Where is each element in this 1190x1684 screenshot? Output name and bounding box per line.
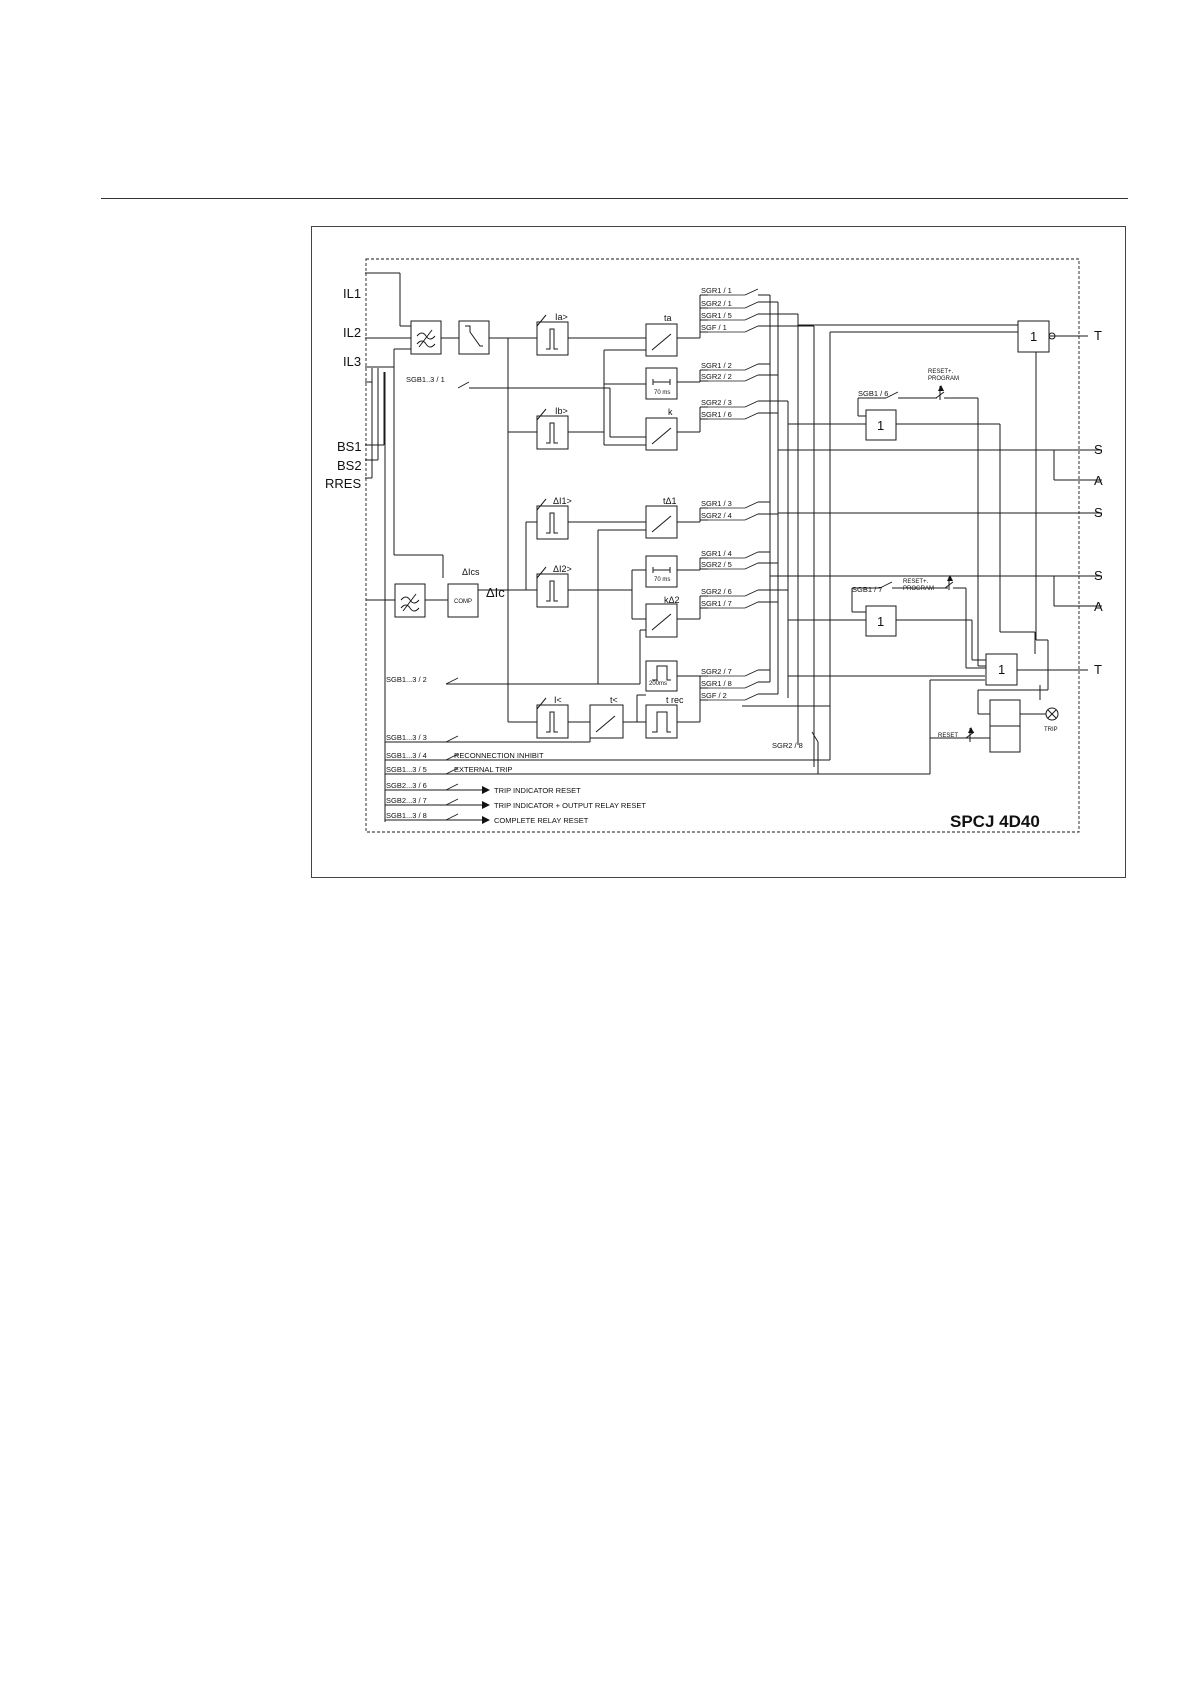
stage-ia: Ia> <box>555 312 568 322</box>
stage-kdelta2: kΔ2 <box>664 595 680 605</box>
switch-sgf-2: SGF / 2 <box>701 691 727 700</box>
output-s3: S <box>1094 568 1103 583</box>
switch-sgf-1: SGF / 1 <box>701 323 727 332</box>
input-bs1: BS1 <box>337 439 362 454</box>
reset-plus-label-1: RESET+. <box>928 369 954 375</box>
or-gate-label-3: 1 <box>877 614 884 629</box>
output-t2: T <box>1094 662 1102 677</box>
signal-trip-indicator-output-reset: TRIP INDICATOR + OUTPUT RELAY RESET <box>494 801 646 810</box>
switch-sgr1-5: SGR1 / 5 <box>701 311 732 320</box>
switch-sgr2-2: SGR2 / 2 <box>701 372 732 381</box>
reset-program-contacts <box>892 386 986 669</box>
output-t1: T <box>1094 328 1102 343</box>
reset-label: RESET <box>938 733 958 739</box>
output-s2: S <box>1094 505 1103 520</box>
timer-70ms-1: 70 ms <box>654 390 670 396</box>
trip-lamp-icon <box>1045 707 1059 721</box>
pulse-200ms: 200ms <box>649 681 667 687</box>
switch-sgb13-3: SGB1...3 / 3 <box>386 733 427 742</box>
stage-trec: t rec <box>666 695 684 705</box>
filter-symbols <box>400 325 483 612</box>
switch-sgr1-2: SGR1 / 2 <box>701 361 732 370</box>
input-il3: IL3 <box>343 354 361 369</box>
switch-sgr2-7: SGR2 / 7 <box>701 667 732 676</box>
stage-iless: I< <box>554 695 562 705</box>
switch-sgb1-6: SGB1 / 6 <box>858 389 888 398</box>
switch-sgb13-8: SGB1...3 / 8 <box>386 811 427 820</box>
switch-sgb23-7: SGB2...3 / 7 <box>386 796 427 805</box>
signal-labels: RECONNECTION INHIBIT EXTERNAL TRIP TRIP … <box>454 369 1058 825</box>
input-bs2: BS2 <box>337 458 362 473</box>
switch-sgb13-2: SGB1...3 / 2 <box>386 675 427 684</box>
switch-sgr1-7: SGR1 / 7 <box>701 599 732 608</box>
switch-sgr1-6: SGR1 / 6 <box>701 410 732 419</box>
signal-external-trip: EXTERNAL TRIP <box>454 765 512 774</box>
trip-label: TRIP <box>1044 727 1058 733</box>
switch-sgr2-1: SGR2 / 1 <box>701 299 732 308</box>
signal-reconnection-inhibit: RECONNECTION INHIBIT <box>454 751 544 760</box>
trip-flipflop <box>930 689 1048 753</box>
stage-ta: ta <box>664 313 672 323</box>
switch-underlines <box>700 294 745 701</box>
comp-label: COMP <box>454 599 472 605</box>
switch-contacts <box>445 288 899 821</box>
diagram-frame <box>311 226 1126 878</box>
threshold-blocks <box>536 314 569 739</box>
stage-ib: Ib> <box>555 406 568 416</box>
input-il2: IL2 <box>343 325 361 340</box>
signal-complete-relay-reset: COMPLETE RELAY RESET <box>494 816 589 825</box>
signal-trip-indicator-reset: TRIP INDICATOR RESET <box>494 786 581 795</box>
header-rule <box>101 198 1128 199</box>
switch-sgb13-1: SGB1..3 / 1 <box>406 375 445 384</box>
stage-di1: ΔI1> <box>553 496 572 506</box>
switch-sgb13-5: SGB1...3 / 5 <box>386 765 427 774</box>
program-label-1: PROGRAM <box>928 376 959 382</box>
switch-sgb23-6: SGB2...3 / 6 <box>386 781 427 790</box>
stage-tless: t< <box>610 695 618 705</box>
input-labels: IL1 IL2 IL3 BS1 BS2 RRES <box>325 286 362 491</box>
output-s1: S <box>1094 442 1103 457</box>
switch-sgr2-6: SGR2 / 6 <box>701 587 732 596</box>
module-boundary <box>365 258 1080 833</box>
timer-70ms-2: 70 ms <box>654 577 670 583</box>
arrowheads <box>482 385 974 824</box>
switch-sgr1-4: SGR1 / 4 <box>701 549 732 558</box>
timer-blocks <box>589 323 678 739</box>
stage-k: k <box>668 407 673 417</box>
or-gate-label-4: 1 <box>998 662 1005 677</box>
switch-sgr2-5: SGR2 / 5 <box>701 560 732 569</box>
or-gate-label-1: 1 <box>1030 329 1037 344</box>
or-gates <box>851 320 1088 700</box>
stage-di2: ΔI2> <box>553 564 572 574</box>
input-il1: IL1 <box>343 286 361 301</box>
switch-sgr2-3: SGR2 / 3 <box>701 398 732 407</box>
switch-sgb1-7: SGB1 / 7 <box>852 585 882 594</box>
input-wires <box>365 272 411 601</box>
stage-dic: ΔIc <box>486 585 505 600</box>
reset-arrows <box>446 789 482 821</box>
output-labels: T S A S S A T <box>1094 328 1103 677</box>
switch-labels: SGR1 / 1 SGR2 / 1 SGR1 / 5 SGF / 1 SGR1 … <box>386 286 888 820</box>
program-label-2: PROGRAM <box>903 586 934 592</box>
comp-block <box>447 583 479 618</box>
output-a2: A <box>1094 599 1103 614</box>
stage-labels: Ia> ta Ib> k ΔI1> tΔ1 ΔI2> kΔ2 ΔIcs COMP… <box>454 312 1037 705</box>
switch-sgr1-8: SGR1 / 8 <box>701 679 732 688</box>
stage-tdelta1: tΔ1 <box>663 496 677 506</box>
module-name: SPCJ 4D40 <box>950 812 1040 831</box>
output-a1: A <box>1094 473 1103 488</box>
reset-plus-label-2: RESET+. <box>903 579 929 585</box>
or-gate-label-2: 1 <box>877 418 884 433</box>
switch-sgb13-4: SGB1...3 / 4 <box>386 751 427 760</box>
switch-sgr2-8: SGR2 / 8 <box>772 741 803 750</box>
switch-sgr2-4: SGR2 / 4 <box>701 511 732 520</box>
input-rres: RRES <box>325 476 361 491</box>
switch-sgr1-3: SGR1 / 3 <box>701 499 732 508</box>
stage-dics: ΔIcs <box>462 567 480 577</box>
switch-sgr1-1: SGR1 / 1 <box>701 286 732 295</box>
output-buses <box>446 294 1102 775</box>
